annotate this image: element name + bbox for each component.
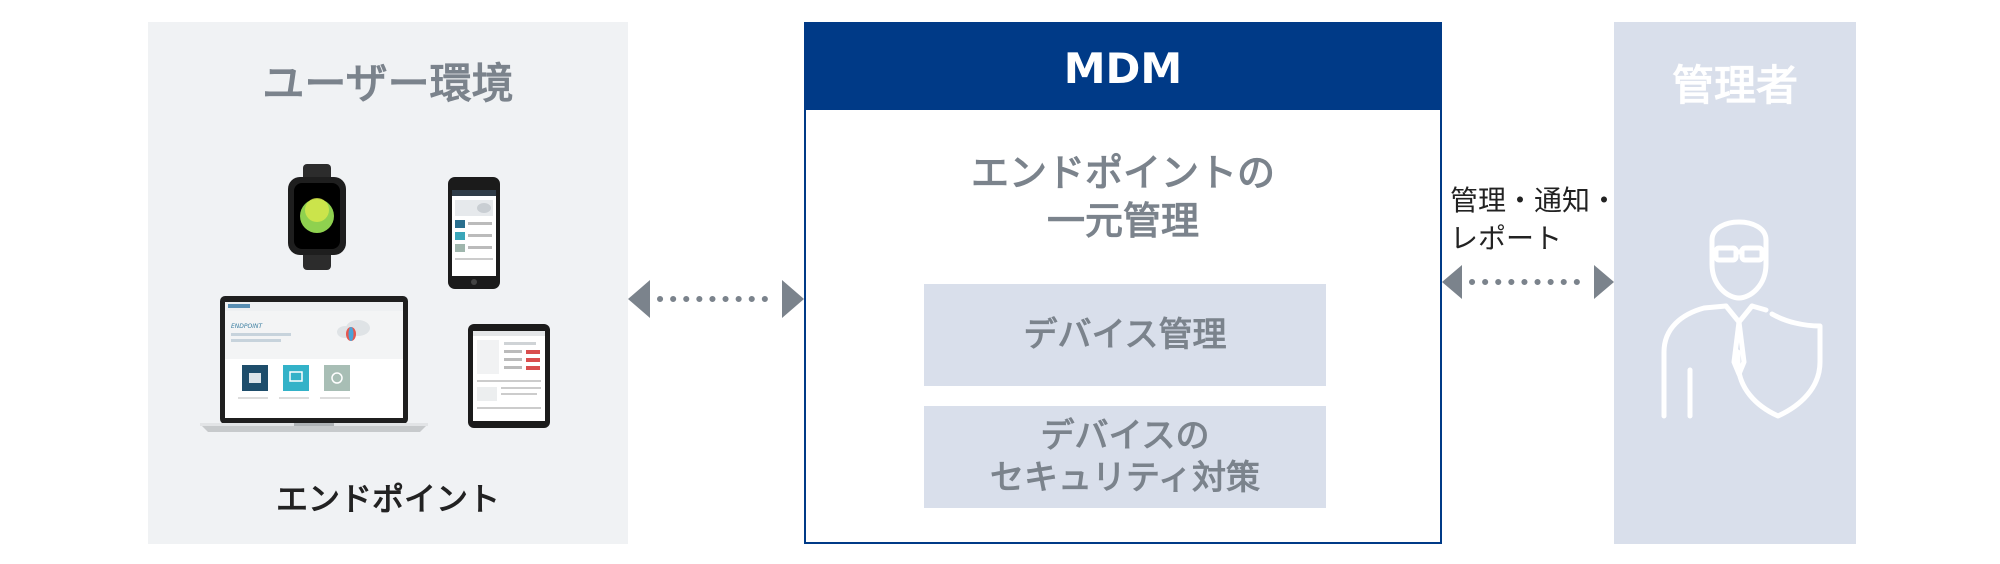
admin-panel: 管理者 bbox=[1614, 22, 1856, 544]
admin-title: 管理者 bbox=[1671, 61, 1798, 110]
user-environment-panel: ユーザー環境 bbox=[148, 22, 628, 544]
feature-label: デバイス管理 bbox=[1023, 315, 1227, 355]
administrator-icon bbox=[1661, 219, 1823, 419]
mdm-subtitle-line: エンドポイントの bbox=[970, 151, 1275, 195]
smartphone-icon bbox=[448, 177, 500, 289]
endpoint-devices-illustration: ENDPOINT bbox=[200, 164, 550, 432]
relation-label-line: レポート bbox=[1450, 222, 1563, 255]
relation-label: 管理・通知・ レポート bbox=[1450, 182, 1618, 258]
mdm-panel: MDM エンドポイントの 一元管理 デバイス管理 デバイスの セキュリティ対策 bbox=[804, 22, 1442, 544]
smartwatch-icon bbox=[288, 164, 346, 270]
tablet-icon bbox=[468, 324, 550, 428]
laptop-screen-heading: ENDPOINT bbox=[231, 323, 263, 330]
user-environment-title: ユーザー環境 bbox=[262, 59, 514, 108]
mdm-admin-arrow bbox=[1442, 265, 1614, 299]
user-mdm-arrow bbox=[628, 280, 804, 318]
endpoint-label: エンドポイント bbox=[275, 480, 500, 518]
feature-device-security: デバイスの セキュリティ対策 bbox=[924, 406, 1326, 508]
feature-label: デバイスの bbox=[1040, 416, 1210, 456]
relation-label-line: 管理・通知・ bbox=[1450, 184, 1619, 217]
mdm-subtitle-line: 一元管理 bbox=[1046, 199, 1199, 243]
mdm-header bbox=[806, 24, 1440, 110]
feature-device-management: デバイス管理 bbox=[924, 284, 1326, 386]
mdm-subtitle: エンドポイントの 一元管理 bbox=[806, 149, 1440, 245]
feature-label: セキュリティ対策 bbox=[990, 458, 1260, 498]
mdm-title: MDM bbox=[1063, 44, 1183, 93]
laptop-icon: ENDPOINT bbox=[200, 296, 428, 432]
